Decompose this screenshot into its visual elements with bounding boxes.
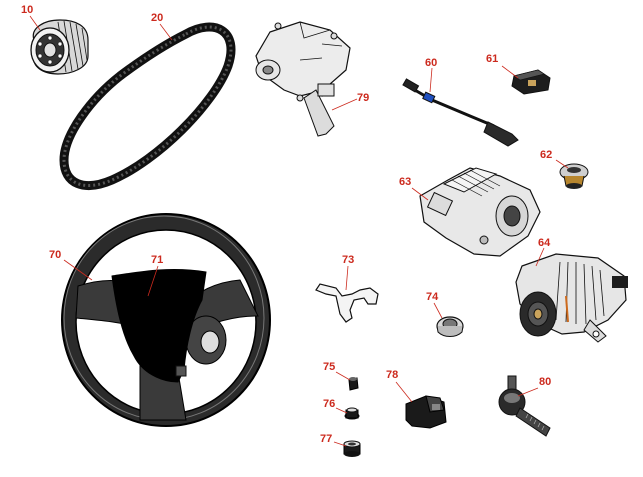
callout-74[interactable]: 74 xyxy=(426,291,439,303)
callout-20[interactable]: 20 xyxy=(151,12,164,24)
nut-icon[interactable] xyxy=(348,377,359,391)
callout-71[interactable]: 71 xyxy=(151,254,164,266)
callout-63[interactable]: 63 xyxy=(399,176,412,188)
leader-line xyxy=(433,302,443,319)
relay-icon[interactable] xyxy=(511,69,551,95)
callout-64[interactable]: 64 xyxy=(538,237,551,249)
bracket-icon[interactable] xyxy=(405,395,447,429)
callout-77[interactable]: 77 xyxy=(320,433,333,445)
callout-73[interactable]: 73 xyxy=(342,254,355,266)
callout-60[interactable]: 60 xyxy=(425,57,438,69)
leader-line xyxy=(501,65,519,79)
leader-line xyxy=(331,98,358,111)
sensor-cable-icon[interactable] xyxy=(402,78,519,147)
leader-line xyxy=(517,387,539,397)
leader-line xyxy=(535,247,545,267)
leader-line xyxy=(63,259,93,281)
starter-motor-icon[interactable] xyxy=(419,167,541,257)
callout-76[interactable]: 76 xyxy=(323,398,336,410)
leader-line xyxy=(159,23,173,41)
wire-clip-icon[interactable] xyxy=(315,283,379,323)
leader-lines xyxy=(29,15,569,447)
callout-62[interactable]: 62 xyxy=(540,149,553,161)
leader-line xyxy=(29,15,41,31)
callout-61[interactable]: 61 xyxy=(486,53,499,65)
flange-nut-icon[interactable] xyxy=(343,440,361,457)
water-pump-icon[interactable] xyxy=(255,21,351,137)
callout-70[interactable]: 70 xyxy=(49,249,62,261)
leader-line xyxy=(395,381,413,403)
callout-79[interactable]: 79 xyxy=(357,92,370,104)
leader-line xyxy=(411,187,429,201)
washer-nut-icon[interactable] xyxy=(344,407,360,420)
leader-line xyxy=(335,407,348,414)
grommet-icon[interactable] xyxy=(436,316,464,337)
leader-line xyxy=(333,441,347,447)
drive-belt-icon[interactable] xyxy=(59,22,236,190)
alternator-icon[interactable] xyxy=(515,253,628,343)
leader-line xyxy=(555,159,569,169)
leader-line xyxy=(429,67,433,93)
callout-75[interactable]: 75 xyxy=(323,361,336,373)
leader-line xyxy=(335,371,351,381)
oil-filter-icon[interactable] xyxy=(30,19,89,75)
callout-80[interactable]: 80 xyxy=(539,376,552,388)
thermostat-icon[interactable] xyxy=(559,163,589,189)
steering-wheel-cover-icon[interactable] xyxy=(111,268,207,383)
callout-10[interactable]: 10 xyxy=(21,4,34,16)
leader-line xyxy=(147,265,159,297)
leader-line xyxy=(345,265,349,291)
callout-78[interactable]: 78 xyxy=(386,369,399,381)
